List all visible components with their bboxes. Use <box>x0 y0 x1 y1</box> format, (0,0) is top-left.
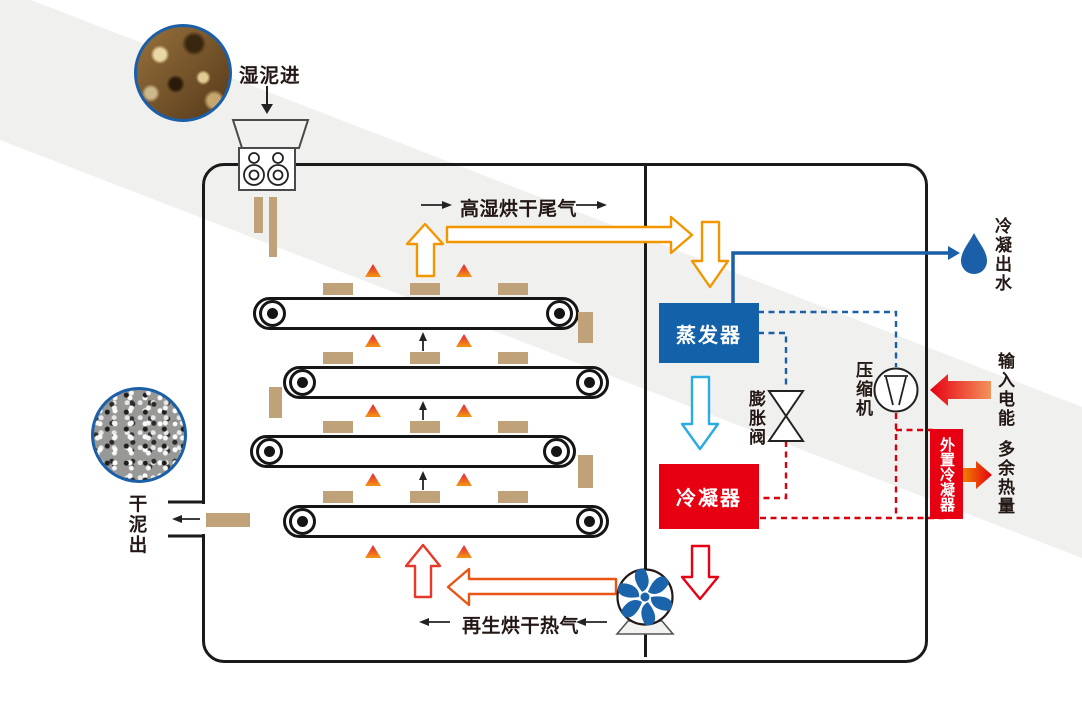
sludge-chunk <box>410 421 440 433</box>
belt-roller <box>576 369 603 396</box>
chamber-divider <box>644 166 647 657</box>
belt-roller <box>289 508 316 535</box>
dryer-enclosure <box>202 163 928 663</box>
sludge-chunk <box>323 352 353 364</box>
sludge-chunk <box>410 491 440 503</box>
conveyor-belt-2 <box>283 366 609 399</box>
dry-sludge-out-label: 干泥出 <box>127 494 148 556</box>
sludge-chunk <box>498 421 528 433</box>
feed-sludge-bar <box>254 197 263 233</box>
evaporator-box: 蒸发器 <box>659 303 759 363</box>
sludge-chunk <box>323 421 353 433</box>
dry-sludge-photo <box>91 387 187 483</box>
condensate-out-label: 冷凝出水 <box>992 217 1011 293</box>
sludge-chunk <box>323 283 353 295</box>
external-condenser-label: 外置冷凝器 <box>938 436 955 512</box>
compressor-label: 压缩机 <box>853 361 872 418</box>
belt-roller <box>546 300 573 327</box>
condenser-box: 冷凝器 <box>659 464 759 529</box>
conveyor-belt-3 <box>250 435 576 468</box>
conveyor-belt-1 <box>253 297 579 330</box>
belt-roller <box>289 369 316 396</box>
belt-roller <box>576 508 603 535</box>
input-power-label: 输入电能 <box>995 352 1014 428</box>
belt-roller <box>543 438 570 465</box>
sludge-chunk <box>498 491 528 503</box>
excess-heat-label: 多余热量 <box>995 440 1014 516</box>
exiting-dry-sludge <box>206 513 250 527</box>
sludge-chunk <box>410 283 440 295</box>
condenser-label: 冷凝器 <box>676 488 742 510</box>
falling-sludge <box>578 455 593 488</box>
feed-sludge-bar <box>269 197 277 257</box>
evaporator-label: 蒸发器 <box>676 324 742 347</box>
regen-hot-air-label: 再生烘干热气 <box>462 616 580 637</box>
sludge-chunk <box>498 283 528 295</box>
expansion-valve-label: 膨胀阀 <box>746 390 765 447</box>
conveyor-belt-4 <box>283 505 609 538</box>
belt-roller <box>256 438 283 465</box>
falling-sludge <box>269 387 282 418</box>
sludge-chunk <box>498 352 528 364</box>
sludge-chunk <box>410 352 440 364</box>
exhaust-gas-label: 高湿烘干尾气 <box>460 199 578 220</box>
wet-sludge-in-label: 湿泥进 <box>239 65 301 87</box>
falling-sludge <box>578 312 593 343</box>
external-condenser-box: 外置冷凝器 <box>930 429 963 519</box>
wet-sludge-photo <box>134 24 232 122</box>
belt-roller <box>259 300 286 327</box>
sludge-chunk <box>323 491 353 503</box>
